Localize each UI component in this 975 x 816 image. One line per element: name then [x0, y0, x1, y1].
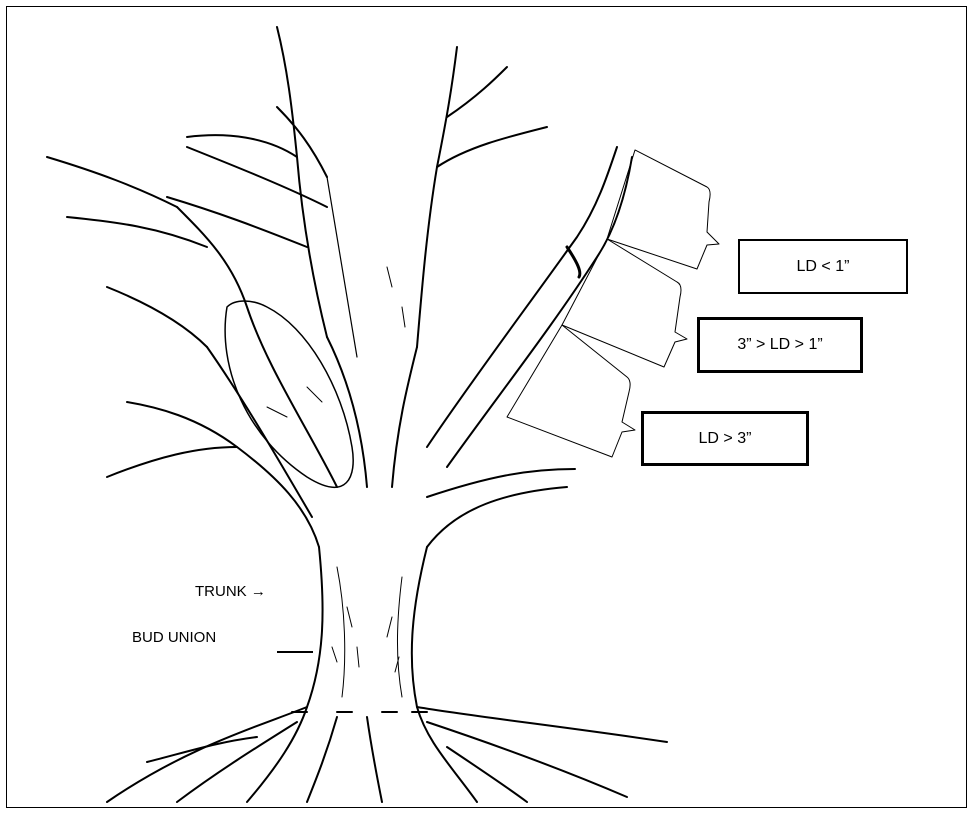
trunk-label: TRUNK →: [195, 583, 266, 600]
arrow-right-icon: →: [250, 583, 266, 600]
tree-drawing: [46, 26, 720, 803]
trunk-label-text: TRUNK: [195, 583, 247, 600]
label-ld-greater-than-3: LD > 3”: [641, 411, 809, 466]
label-ld-less-than-1-text: LD < 1”: [796, 257, 850, 275]
label-ld-between-text: 3” > LD > 1”: [737, 336, 823, 353]
label-ld-less-than-1: LD < 1”: [738, 239, 908, 294]
diagram-frame: LD < 1” 3” > LD > 1” LD > 3” TRUNK → BUD…: [6, 6, 967, 808]
label-ld-between-1-and-3: 3” > LD > 1”: [697, 317, 863, 373]
label-ld-greater-than-3-text: LD > 3”: [698, 429, 752, 447]
bud-union-label: BUD UNION: [132, 629, 216, 646]
bud-union-pointer-line: [277, 651, 313, 653]
bud-union-label-text: BUD UNION: [132, 629, 217, 646]
